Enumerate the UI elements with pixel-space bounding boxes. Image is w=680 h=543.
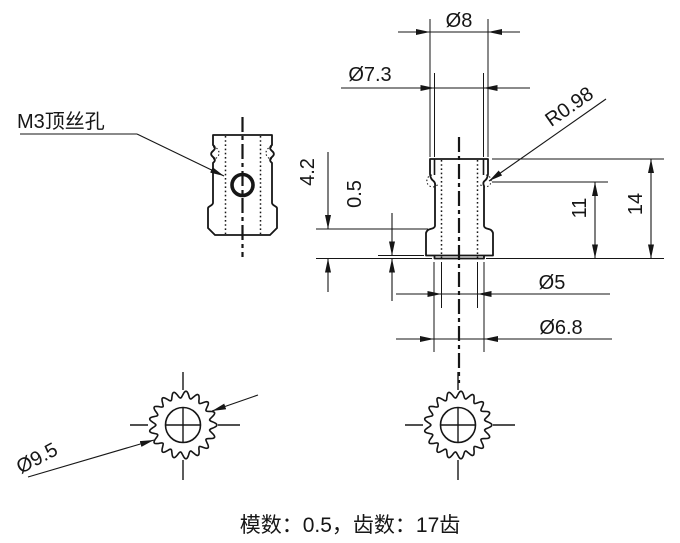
gear-teeth-profile — [423, 390, 493, 460]
dimension-dia9-5: Ø9.5 — [13, 394, 259, 479]
gear-view-right — [405, 372, 515, 480]
dim-dia8-text: Ø8 — [446, 10, 473, 32]
undercut-dotted-arc — [426, 174, 492, 188]
dim-dia9-5-text: Ø9.5 — [13, 439, 62, 479]
front-view — [425, 137, 494, 383]
side-view-outline — [207, 134, 278, 236]
dim-dia6-8-text: Ø6.8 — [539, 317, 582, 339]
dimension-0-5: 0.5 — [316, 180, 432, 301]
dimension-4-2: 4.2 — [297, 152, 428, 292]
dim-11-text: 11 — [569, 198, 591, 219]
dim-14-text: 14 — [625, 193, 647, 215]
side-view — [207, 117, 278, 257]
m3-annotation: M3顶丝孔 — [17, 110, 225, 177]
dimension-dia6-8: Ø6.8 — [396, 262, 612, 352]
front-view-outline — [425, 158, 494, 260]
m3-hole-circle — [230, 172, 255, 198]
dimension-dia7-3: Ø7.3 — [341, 64, 530, 157]
dim-dia5-text: Ø5 — [539, 272, 566, 294]
dim-0-5-text: 0.5 — [344, 180, 366, 208]
dim-dia7-3-text: Ø7.3 — [348, 64, 391, 86]
gear-view-left: Ø9.5 — [13, 372, 259, 480]
dim-4-2-text: 4.2 — [297, 158, 319, 186]
dimension-r0-98: R0.98 — [488, 83, 607, 182]
gear-spec-text: 模数：0.5，齿数：17齿 — [240, 514, 461, 537]
m3-leader-arrow — [136, 133, 225, 177]
dimension-14: 14 — [486, 158, 664, 259]
gear-teeth-profile — [148, 390, 218, 460]
dimension-11: 11 — [492, 181, 608, 259]
dimension-dia8: Ø8 — [398, 10, 520, 157]
m3-hole-label: M3顶丝孔 — [17, 110, 105, 133]
dimension-dia5: Ø5 — [396, 262, 610, 308]
